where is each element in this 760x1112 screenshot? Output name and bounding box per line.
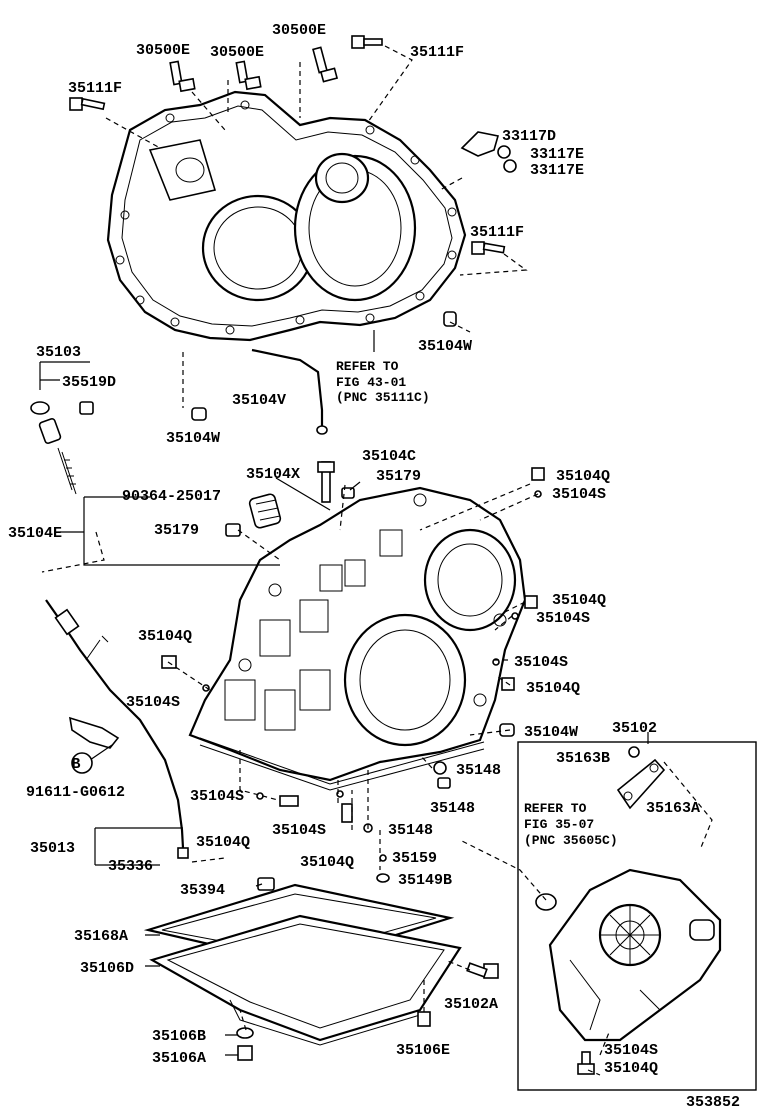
- label-35111F-right: 35111F: [470, 224, 524, 241]
- label-35163B: 35163B: [556, 750, 610, 767]
- sensor-35103: [30, 401, 77, 495]
- label-35013: 35013: [30, 840, 75, 857]
- label-33117E-a: 33117E: [530, 146, 584, 163]
- union-35104X: [317, 461, 335, 503]
- label-35104Q-d: 35104Q: [526, 680, 580, 697]
- bolt-30500E-mid: [235, 60, 262, 91]
- label-33117D: 33117D: [502, 128, 556, 145]
- refer-lower-line3: (PNC 35605C): [524, 833, 618, 848]
- bolt-35111F-top: [351, 35, 383, 49]
- label-30500E-top: 30500E: [272, 22, 326, 39]
- refer-lower-line1: REFER TO: [524, 801, 587, 816]
- gasket-35106B: [236, 1027, 254, 1039]
- label-35104Q-e: 35104Q: [196, 834, 250, 851]
- label-35106D: 35106D: [80, 960, 134, 977]
- label-35106A: 35106A: [152, 1050, 206, 1067]
- refer-upper-line2: FIG 43-01: [336, 375, 406, 390]
- label-30500E-mid: 30500E: [210, 44, 264, 61]
- refer-upper-line3: (PNC 35111C): [336, 390, 430, 405]
- label-35104Q-f: 35104Q: [300, 854, 354, 871]
- label-35106E: 35106E: [396, 1042, 450, 1059]
- label-35104S-g: 35104S: [604, 1042, 658, 1059]
- label-35179-left: 35179: [154, 522, 199, 539]
- transaxle-housing: [106, 90, 467, 342]
- bracket-33117D: [460, 131, 517, 173]
- label-30500E-left: 30500E: [136, 42, 190, 59]
- bolt-35111F-right: [471, 241, 506, 255]
- label-33117E-b: 33117E: [530, 162, 584, 179]
- mount-box: [517, 741, 757, 1091]
- bolt-35104Q-a: [531, 467, 545, 498]
- oil-pan-35106D: [149, 914, 462, 1046]
- label-35104V: 35104V: [232, 392, 286, 409]
- plug-35179-top: [341, 487, 355, 499]
- label-35159: 35159: [392, 850, 437, 867]
- pin-35104W-a: [443, 311, 457, 327]
- label-35148-b: 35148: [430, 800, 475, 817]
- plug-35148-a: [433, 761, 447, 775]
- label-35104W-a: 35104W: [418, 338, 472, 355]
- label-35104Q-a: 35104Q: [556, 468, 610, 485]
- bolt-35106E: [417, 1011, 431, 1027]
- drain-plug-35106A: [237, 1045, 253, 1061]
- label-35104S-d: 35104S: [514, 654, 568, 671]
- ring-35159: [379, 854, 387, 862]
- label-35519D: 35519D: [62, 374, 116, 391]
- tube-35104V: [251, 348, 324, 428]
- filter-90364-25017: [248, 493, 282, 529]
- label-35102: 35102: [612, 720, 657, 737]
- seal-35336: [177, 847, 189, 859]
- label-35168A: 35168A: [74, 928, 128, 945]
- label-91611-G0612: 91611-G0612: [26, 784, 125, 801]
- label-35104C: 35104C: [362, 448, 416, 465]
- ring-35149B: [376, 873, 390, 883]
- label-35104Q-c: 35104Q: [138, 628, 192, 645]
- magnet-35394: [257, 877, 275, 891]
- label-35102A: 35102A: [444, 996, 498, 1013]
- dipstick-35013: [45, 599, 185, 849]
- label-35394: 35394: [180, 882, 225, 899]
- label-35111F-top: 35111F: [410, 44, 464, 61]
- pin-35104W-b: [191, 407, 207, 421]
- label-35104S-a: 35104S: [552, 486, 606, 503]
- label-35104S-f: 35104S: [272, 822, 326, 839]
- plug-35179-left: [225, 523, 241, 537]
- label-35104Q-g: 35104Q: [604, 1060, 658, 1077]
- label-35148-c: 35148: [388, 822, 433, 839]
- plug-35519D: [79, 401, 94, 415]
- refer-upper-line1: REFER TO: [336, 359, 399, 374]
- label-35179-top: 35179: [376, 468, 421, 485]
- label-35336: 35336: [108, 858, 153, 875]
- bolt-35104Q-e: [256, 792, 299, 807]
- label-35104E: 35104E: [8, 525, 62, 542]
- callout-b: B: [71, 756, 80, 773]
- bolt-30500E-top: [312, 46, 339, 83]
- diagram-id: 353852: [686, 1094, 740, 1111]
- label-35104S-c: 35104S: [126, 694, 180, 711]
- bolt-30500E-left: [169, 60, 196, 93]
- label-35111F-left: 35111F: [68, 80, 122, 97]
- label-35149B: 35149B: [398, 872, 452, 889]
- transmission-case: [188, 486, 527, 791]
- label-35104Q-b: 35104Q: [552, 592, 606, 609]
- label-35104W-c: 35104W: [524, 724, 578, 741]
- label-35163A: 35163A: [646, 800, 700, 817]
- bolt-35104Q-f: [336, 790, 353, 823]
- label-35103: 35103: [36, 344, 81, 361]
- refer-lower-line2: FIG 35-07: [524, 817, 594, 832]
- plug-35148-b: [437, 777, 451, 789]
- label-90364-25017: 90364-25017: [122, 488, 221, 505]
- label-35148-a: 35148: [456, 762, 501, 779]
- bolt-35111F-left: [69, 97, 106, 111]
- label-35106B: 35106B: [152, 1028, 206, 1045]
- label-35104W-b: 35104W: [166, 430, 220, 447]
- label-35104S-e: 35104S: [190, 788, 244, 805]
- label-35104X: 35104X: [246, 466, 300, 483]
- label-35104S-b: 35104S: [536, 610, 590, 627]
- bolt-35102A: [466, 962, 499, 979]
